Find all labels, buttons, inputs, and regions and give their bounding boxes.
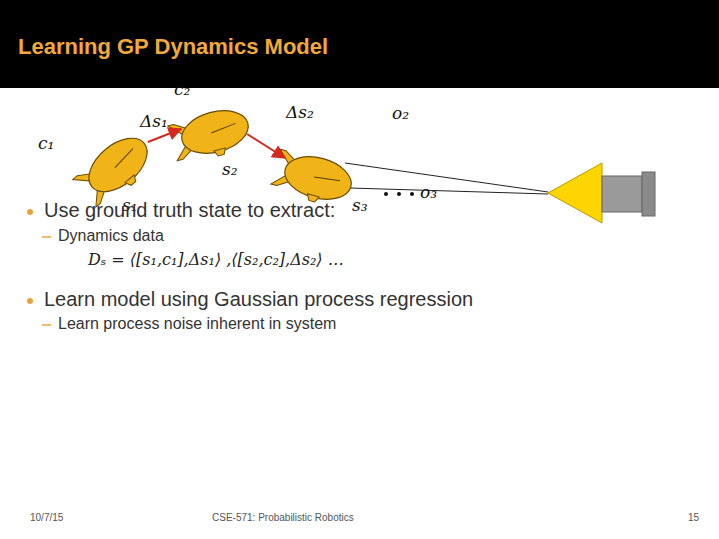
- control-label: c₁: [38, 134, 54, 154]
- observation-label: o₃: [420, 183, 437, 203]
- footer-date: 10/7/15: [30, 512, 63, 524]
- footer-course: CSE-571: Probabilistic Robotics: [212, 512, 354, 524]
- observation-label: o₂: [392, 104, 409, 124]
- delta-label: Δs₁: [140, 112, 168, 132]
- blimp: [167, 104, 254, 167]
- state-label: s₂: [222, 160, 238, 180]
- page-number: 15: [688, 512, 699, 524]
- state-label: s₃: [352, 196, 368, 216]
- bullet-text: Learn model using Gaussian process regre…: [44, 288, 473, 311]
- sub-bullet-text: Learn process noise inherent in system: [58, 315, 336, 333]
- delta-label: Δs₂: [286, 103, 314, 123]
- slide-title: Learning GP Dynamics Model: [18, 34, 328, 59]
- bullet-text: Use ground truth state to extract:: [44, 199, 335, 222]
- sub-bullet-text: Dynamics data: [58, 227, 164, 245]
- formula: Dₛ = ⟨[s₁,c₁],Δs₁⟩ ,⟨[s₂,c₂],Δs₂⟩ …: [88, 251, 344, 269]
- control-label: c₂: [174, 80, 190, 100]
